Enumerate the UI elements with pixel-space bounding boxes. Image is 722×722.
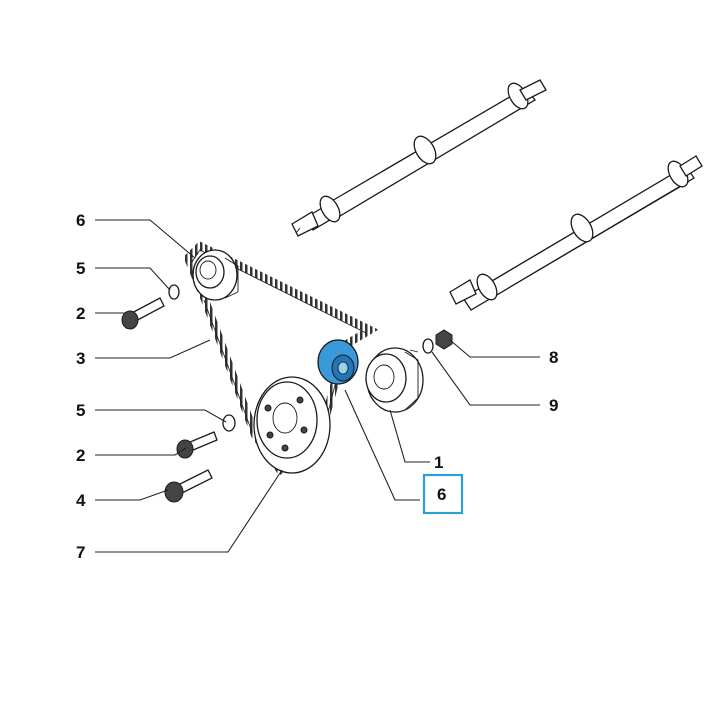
callout-6[interactable]: 6	[76, 211, 85, 230]
callout-9[interactable]: 9	[549, 396, 558, 415]
callout-5-upper[interactable]: 5	[76, 259, 85, 278]
callout-2-upper[interactable]: 2	[76, 304, 85, 323]
callout-8[interactable]: 8	[549, 348, 558, 367]
camshaft-upper	[291, 79, 547, 237]
idler-pulley-upper	[192, 249, 239, 301]
washer-middle	[222, 414, 236, 432]
crankshaft-gear	[253, 376, 331, 474]
callout-5-lower[interactable]: 5	[76, 401, 85, 420]
bolt-long	[164, 469, 213, 503]
bolt-middle	[176, 431, 218, 459]
callout-1[interactable]: 1	[434, 453, 443, 472]
bolt-upper	[121, 297, 165, 330]
callout-2-lower[interactable]: 2	[76, 446, 85, 465]
callout-4[interactable]: 4	[76, 491, 86, 510]
selected-callout-box[interactable]	[422, 473, 464, 515]
washer-right	[422, 338, 434, 354]
leader-lines	[95, 219, 540, 553]
callout-3[interactable]: 3	[76, 349, 85, 368]
camshaft-lower	[449, 155, 703, 311]
nut	[435, 329, 453, 350]
camshaft-pulley	[365, 347, 424, 413]
washer-upper	[168, 284, 180, 300]
callout-6-selected[interactable]: 6	[437, 485, 446, 504]
callout-7[interactable]: 7	[76, 543, 85, 562]
tensioner-pulley-highlighted[interactable]	[317, 339, 359, 385]
